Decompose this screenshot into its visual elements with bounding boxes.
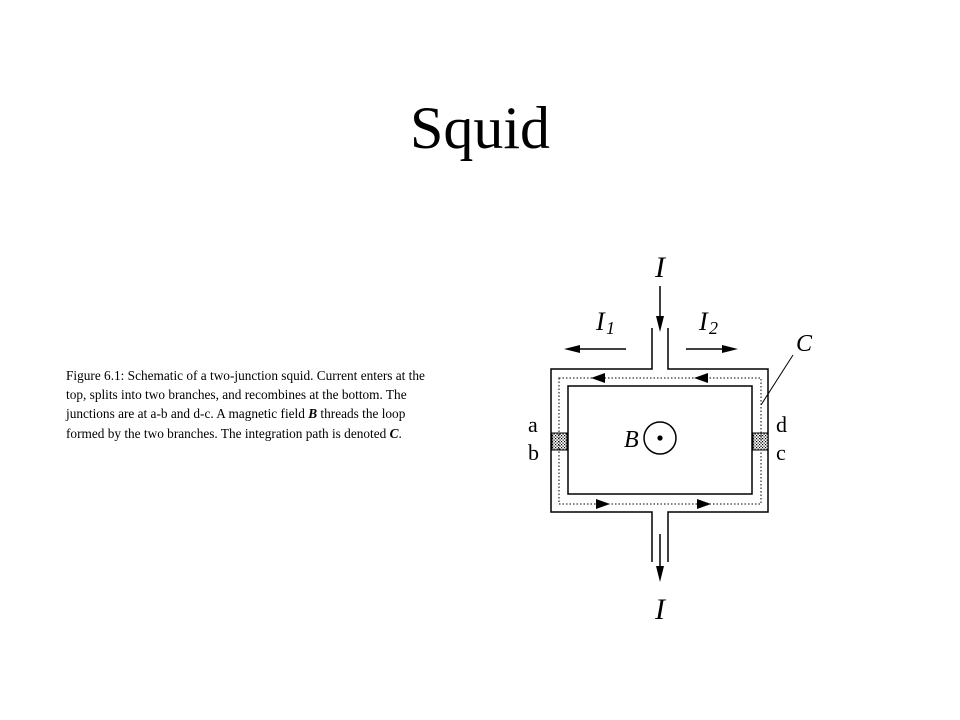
junction-c-label: c [776, 440, 786, 465]
current-in-arrow [656, 316, 664, 332]
junction-a-label: a [528, 412, 538, 437]
current-in-label: I [654, 251, 667, 284]
branch-right-subscript: 2 [709, 318, 718, 338]
path-label-leader [760, 354, 794, 406]
field-label: B [624, 427, 639, 453]
branch-left-subscript: 1 [606, 318, 615, 338]
caption-text-3: . [398, 425, 402, 441]
caption-text-1: Figure 6.1: Schematic of a two-junction … [66, 368, 425, 422]
branch-right-arrow [722, 345, 738, 353]
current-out-arrow [656, 566, 664, 582]
slide-title: Squid [409, 95, 551, 161]
junction-d-label: d [776, 412, 787, 437]
field-dot [657, 435, 663, 441]
branch-right-label: I [698, 307, 709, 336]
integration-path [558, 377, 762, 505]
path-arrow-top-left [591, 373, 605, 383]
inner-loop [567, 385, 753, 495]
path-arrow-bottom-left [596, 499, 610, 509]
path-label: C [796, 331, 813, 357]
caption-field-symbol: B [308, 406, 318, 422]
caption-path-symbol: C [389, 425, 399, 441]
figure-caption: Figure 6.1: Schematic of a two-junction … [66, 366, 426, 443]
field-circle [643, 421, 677, 455]
path-arrow-bottom-right [697, 499, 711, 509]
junction-b-label: b [528, 440, 539, 465]
path-arrow-top-right [694, 373, 708, 383]
caption-text-2: threads the loop formed by the two branc… [66, 406, 406, 441]
branch-left-label: I [595, 307, 606, 336]
branch-left-arrow [564, 345, 580, 353]
current-out-label: I [654, 593, 667, 626]
outer-conductor [550, 328, 769, 562]
